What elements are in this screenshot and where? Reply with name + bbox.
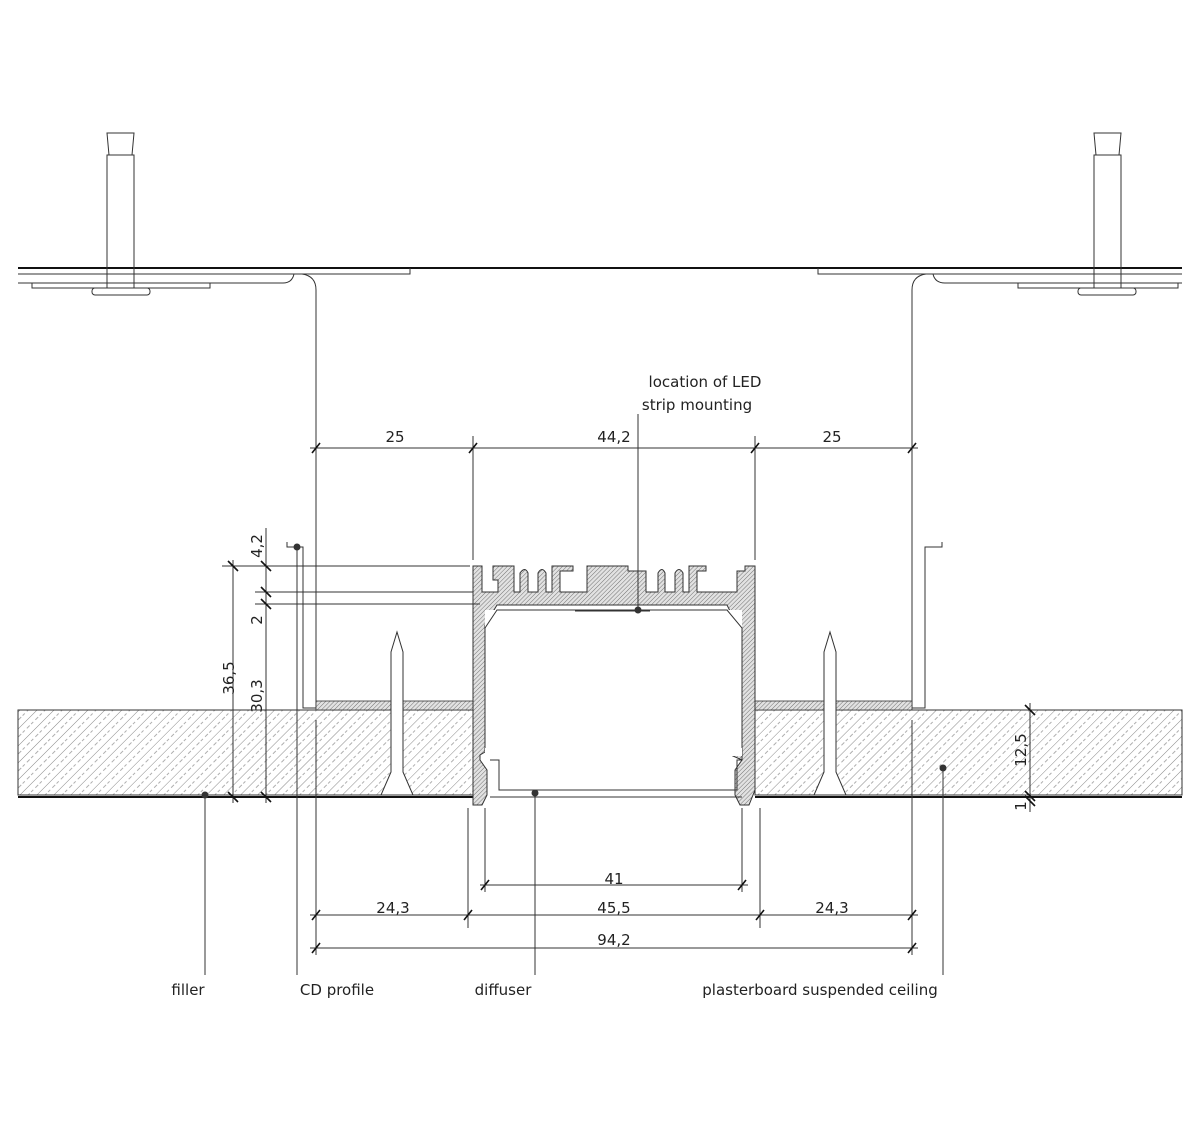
dim-bottom-center: 45,5 — [597, 899, 630, 917]
dim-top-left: 25 — [385, 428, 404, 446]
dim-top-center: 44,2 — [597, 428, 630, 446]
hanger-right — [1017, 132, 1179, 296]
cd-profile-left — [286, 542, 316, 709]
dim-body-height: 30,3 — [248, 679, 266, 712]
top-slab — [18, 267, 1182, 708]
dim-total: 94,2 — [597, 931, 630, 949]
dim-top-right: 25 — [822, 428, 841, 446]
dimension-bottom: 41 24,3 45,5 24,3 94,2 — [310, 720, 918, 955]
cd-profile-right — [912, 542, 943, 709]
hanger-left — [31, 132, 211, 296]
label-diffuser: diffuser — [475, 981, 533, 999]
led-label-line1: location of LED — [649, 373, 762, 391]
screw-right — [813, 630, 847, 796]
dim-bottom-left: 24,3 — [376, 899, 409, 917]
led-label-line2: strip mounting — [642, 396, 752, 414]
callout-diffuser: diffuser — [475, 789, 539, 999]
dimension-top: 25 44,2 25 — [310, 428, 918, 560]
label-plasterboard: plasterboard suspended ceiling — [702, 981, 938, 999]
led-mounting-callout: location of LED strip mounting — [575, 373, 761, 614]
dim-fin-height: 4,2 — [248, 534, 266, 558]
label-filler: filler — [171, 981, 205, 999]
dim-inner-width: 41 — [604, 870, 623, 888]
screw-left — [380, 630, 414, 796]
dimension-left: 36,5 4,2 2 30,3 — [220, 528, 480, 803]
dim-bottom-right: 24,3 — [815, 899, 848, 917]
led-profile — [472, 565, 756, 806]
dim-filler-thickness: 1 — [1012, 801, 1030, 811]
label-cd-profile: CD profile — [300, 981, 374, 999]
dimension-right: 12,5 1 — [1012, 703, 1036, 812]
callout-filler: filler — [171, 791, 209, 999]
callout-cd-profile: CD profile — [293, 543, 374, 999]
diffuser-shape — [490, 759, 742, 798]
dim-board-thickness: 12,5 — [1012, 733, 1030, 766]
dim-height-total: 36,5 — [220, 661, 238, 694]
callout-plasterboard: plasterboard suspended ceiling — [702, 764, 947, 999]
dim-wall: 2 — [248, 615, 266, 625]
